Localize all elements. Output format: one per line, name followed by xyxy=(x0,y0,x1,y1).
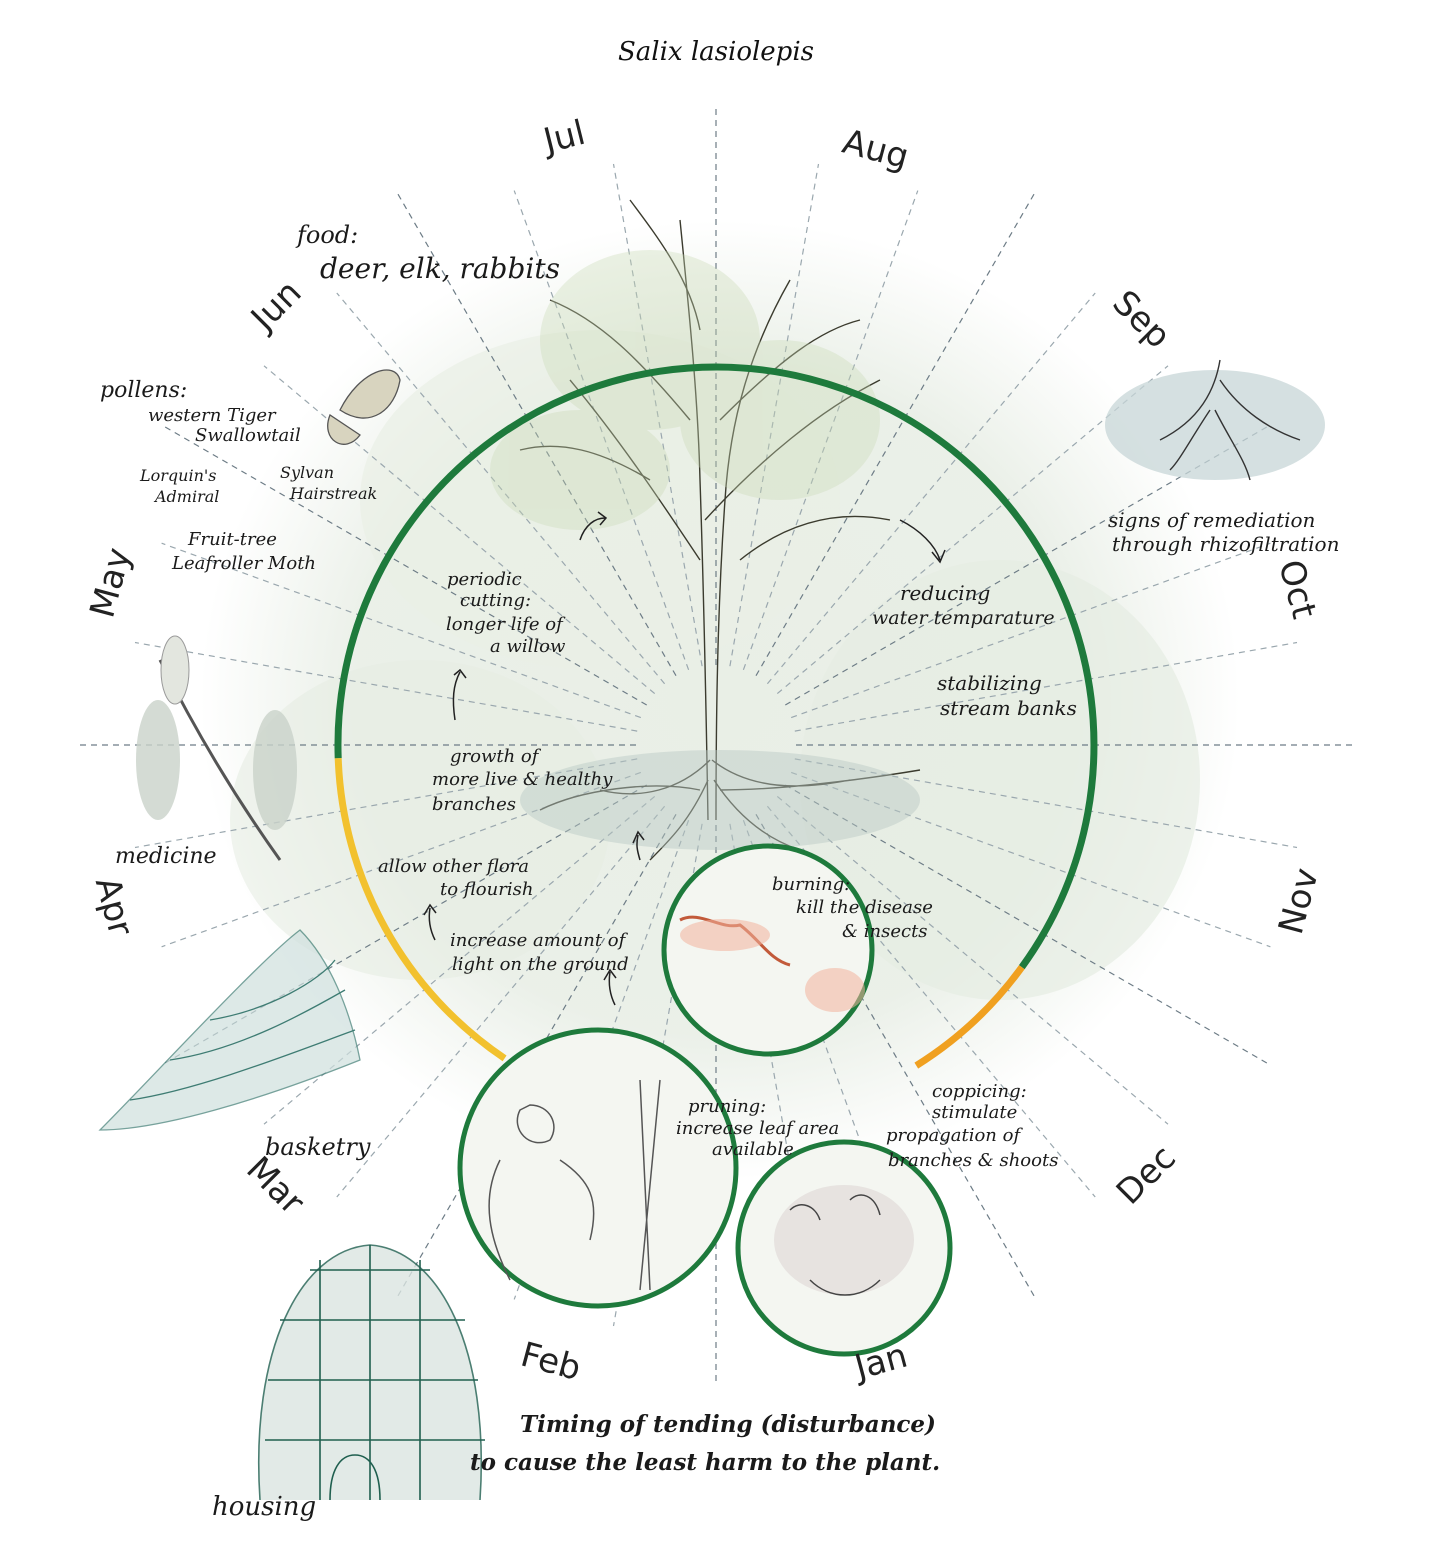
medicine-label: medicine xyxy=(115,844,217,869)
food-heading: food: xyxy=(295,221,358,249)
radial-line xyxy=(161,424,648,706)
month-label-apr: Apr xyxy=(87,873,141,940)
month-label-jul: Jul xyxy=(538,113,589,162)
main-ring xyxy=(334,363,1098,1069)
ring-green-segment xyxy=(334,363,1098,970)
radial-line xyxy=(729,163,820,667)
diagram-title: Salix lasiolepis xyxy=(618,37,814,67)
allow-line2: to flourish xyxy=(440,879,533,900)
month-label-dec: Dec xyxy=(1109,1138,1184,1213)
radial-line xyxy=(263,795,656,1125)
radial-line xyxy=(395,190,677,677)
radial-line xyxy=(729,823,820,1327)
woven-dome-house-illustration xyxy=(257,1244,485,1501)
pollen-species-1b: Swallowtail xyxy=(195,425,301,446)
radial-line xyxy=(784,784,1271,1066)
radial-line xyxy=(161,542,642,719)
periodic-line1: periodic xyxy=(447,569,522,590)
month-label-jun: Jun xyxy=(242,273,309,340)
food-animals: deer, elk, rabbits xyxy=(320,252,560,285)
pollen-species-3a: Sylvan xyxy=(280,463,334,482)
radial-line xyxy=(263,365,656,695)
remediation-line2: through rhizofiltration xyxy=(1112,532,1339,556)
reducing-line1: reducing xyxy=(900,581,990,605)
pollen-species-2a: Lorquin's xyxy=(139,466,216,485)
radial-line xyxy=(134,641,638,732)
pollen-species-1a: western Tiger xyxy=(148,405,277,426)
ring-yellow-segment xyxy=(334,758,507,1062)
pollen-species-2b: Admiral xyxy=(153,487,219,506)
month-label-feb: Feb xyxy=(517,1335,586,1389)
growth-line1: growth of xyxy=(450,746,542,767)
burning-line3: & insects xyxy=(842,921,928,942)
increase-line2: light on the ground xyxy=(452,954,629,975)
root-system-illustration xyxy=(1105,359,1325,481)
coppicing-line1: coppicing: xyxy=(932,1081,1027,1102)
radial-dashed-lines xyxy=(76,105,1356,1385)
pruning-circle xyxy=(457,1027,739,1309)
burning-line1: burning: xyxy=(772,874,850,895)
pruning-line3: available xyxy=(712,1139,794,1160)
root-zone-wash xyxy=(520,750,920,850)
radial-line xyxy=(776,365,1169,695)
allow-line1: allow other flora xyxy=(378,856,529,877)
remediation-line1: signs of remediation xyxy=(1108,508,1315,532)
radial-line xyxy=(742,819,919,1300)
catkin-branch-illustration xyxy=(136,635,297,861)
month-label-sep: Sep xyxy=(1105,283,1179,357)
pollen-species-3b: Hairstreak xyxy=(289,484,377,503)
coppicing-line4: branches & shoots xyxy=(888,1150,1058,1171)
pruning-line1: pruning: xyxy=(688,1096,766,1117)
ring-orange-segment xyxy=(914,965,1025,1069)
stabilizing-line2: stream banks xyxy=(940,696,1077,720)
radial-line xyxy=(742,190,919,671)
month-label-aug: Aug xyxy=(838,122,912,178)
radial-line xyxy=(794,758,1298,849)
increase-line1: increase amount of xyxy=(450,930,629,951)
growth-line3: branches xyxy=(432,794,516,815)
woven-basket-illustration xyxy=(98,929,361,1131)
annotations: food: deer, elk, rabbits pollens: wester… xyxy=(100,221,1339,1522)
periodic-line4: a willow xyxy=(490,636,566,657)
butterfly-illustration xyxy=(327,369,401,445)
radial-line xyxy=(776,795,1169,1125)
radial-line xyxy=(794,641,1298,732)
radial-line xyxy=(336,805,666,1198)
timing-line1: Timing of tending (disturbance) xyxy=(520,1411,936,1438)
basketry-label: basketry xyxy=(265,1133,371,1161)
month-label-nov: Nov xyxy=(1271,864,1327,938)
month-label-oct: Oct xyxy=(1270,556,1324,623)
growth-line2: more live & healthy xyxy=(432,769,613,790)
radial-line xyxy=(513,190,690,671)
radial-line xyxy=(766,292,1096,685)
housing-label: housing xyxy=(212,1492,316,1522)
month-label-may: May xyxy=(82,544,139,622)
radial-line xyxy=(161,771,642,948)
cycle-arrows xyxy=(423,511,946,1006)
radial-line xyxy=(755,190,1037,677)
timing-line2: to cause the least harm to the plant. xyxy=(470,1449,940,1476)
periodic-line2: cutting: xyxy=(460,590,531,611)
pollen-species-4b: Leafroller Moth xyxy=(171,553,316,574)
radial-line xyxy=(612,163,703,667)
stabilizing-line1: stabilizing xyxy=(937,671,1042,695)
reducing-line2: water temparature xyxy=(872,607,1055,629)
pollen-species-4a: Fruit-tree xyxy=(187,529,277,550)
radial-line xyxy=(134,758,638,849)
person-pruning-sketch xyxy=(488,1079,661,1291)
radial-line xyxy=(336,292,666,685)
coppice-stumps-sketch xyxy=(789,1194,881,1296)
coppicing-line2: stimulate xyxy=(932,1102,1017,1123)
burning-line2: kill the disease xyxy=(796,897,933,918)
pollens-heading: pollens: xyxy=(100,378,187,403)
coppicing-line3: propagation of xyxy=(886,1125,1023,1146)
periodic-line3: longer life of xyxy=(446,614,566,635)
radial-line xyxy=(790,771,1271,948)
pruning-line2: increase leaf area xyxy=(676,1118,839,1139)
radial-line xyxy=(766,805,1096,1198)
tending-circles xyxy=(457,843,953,1357)
radial-line xyxy=(790,542,1271,719)
